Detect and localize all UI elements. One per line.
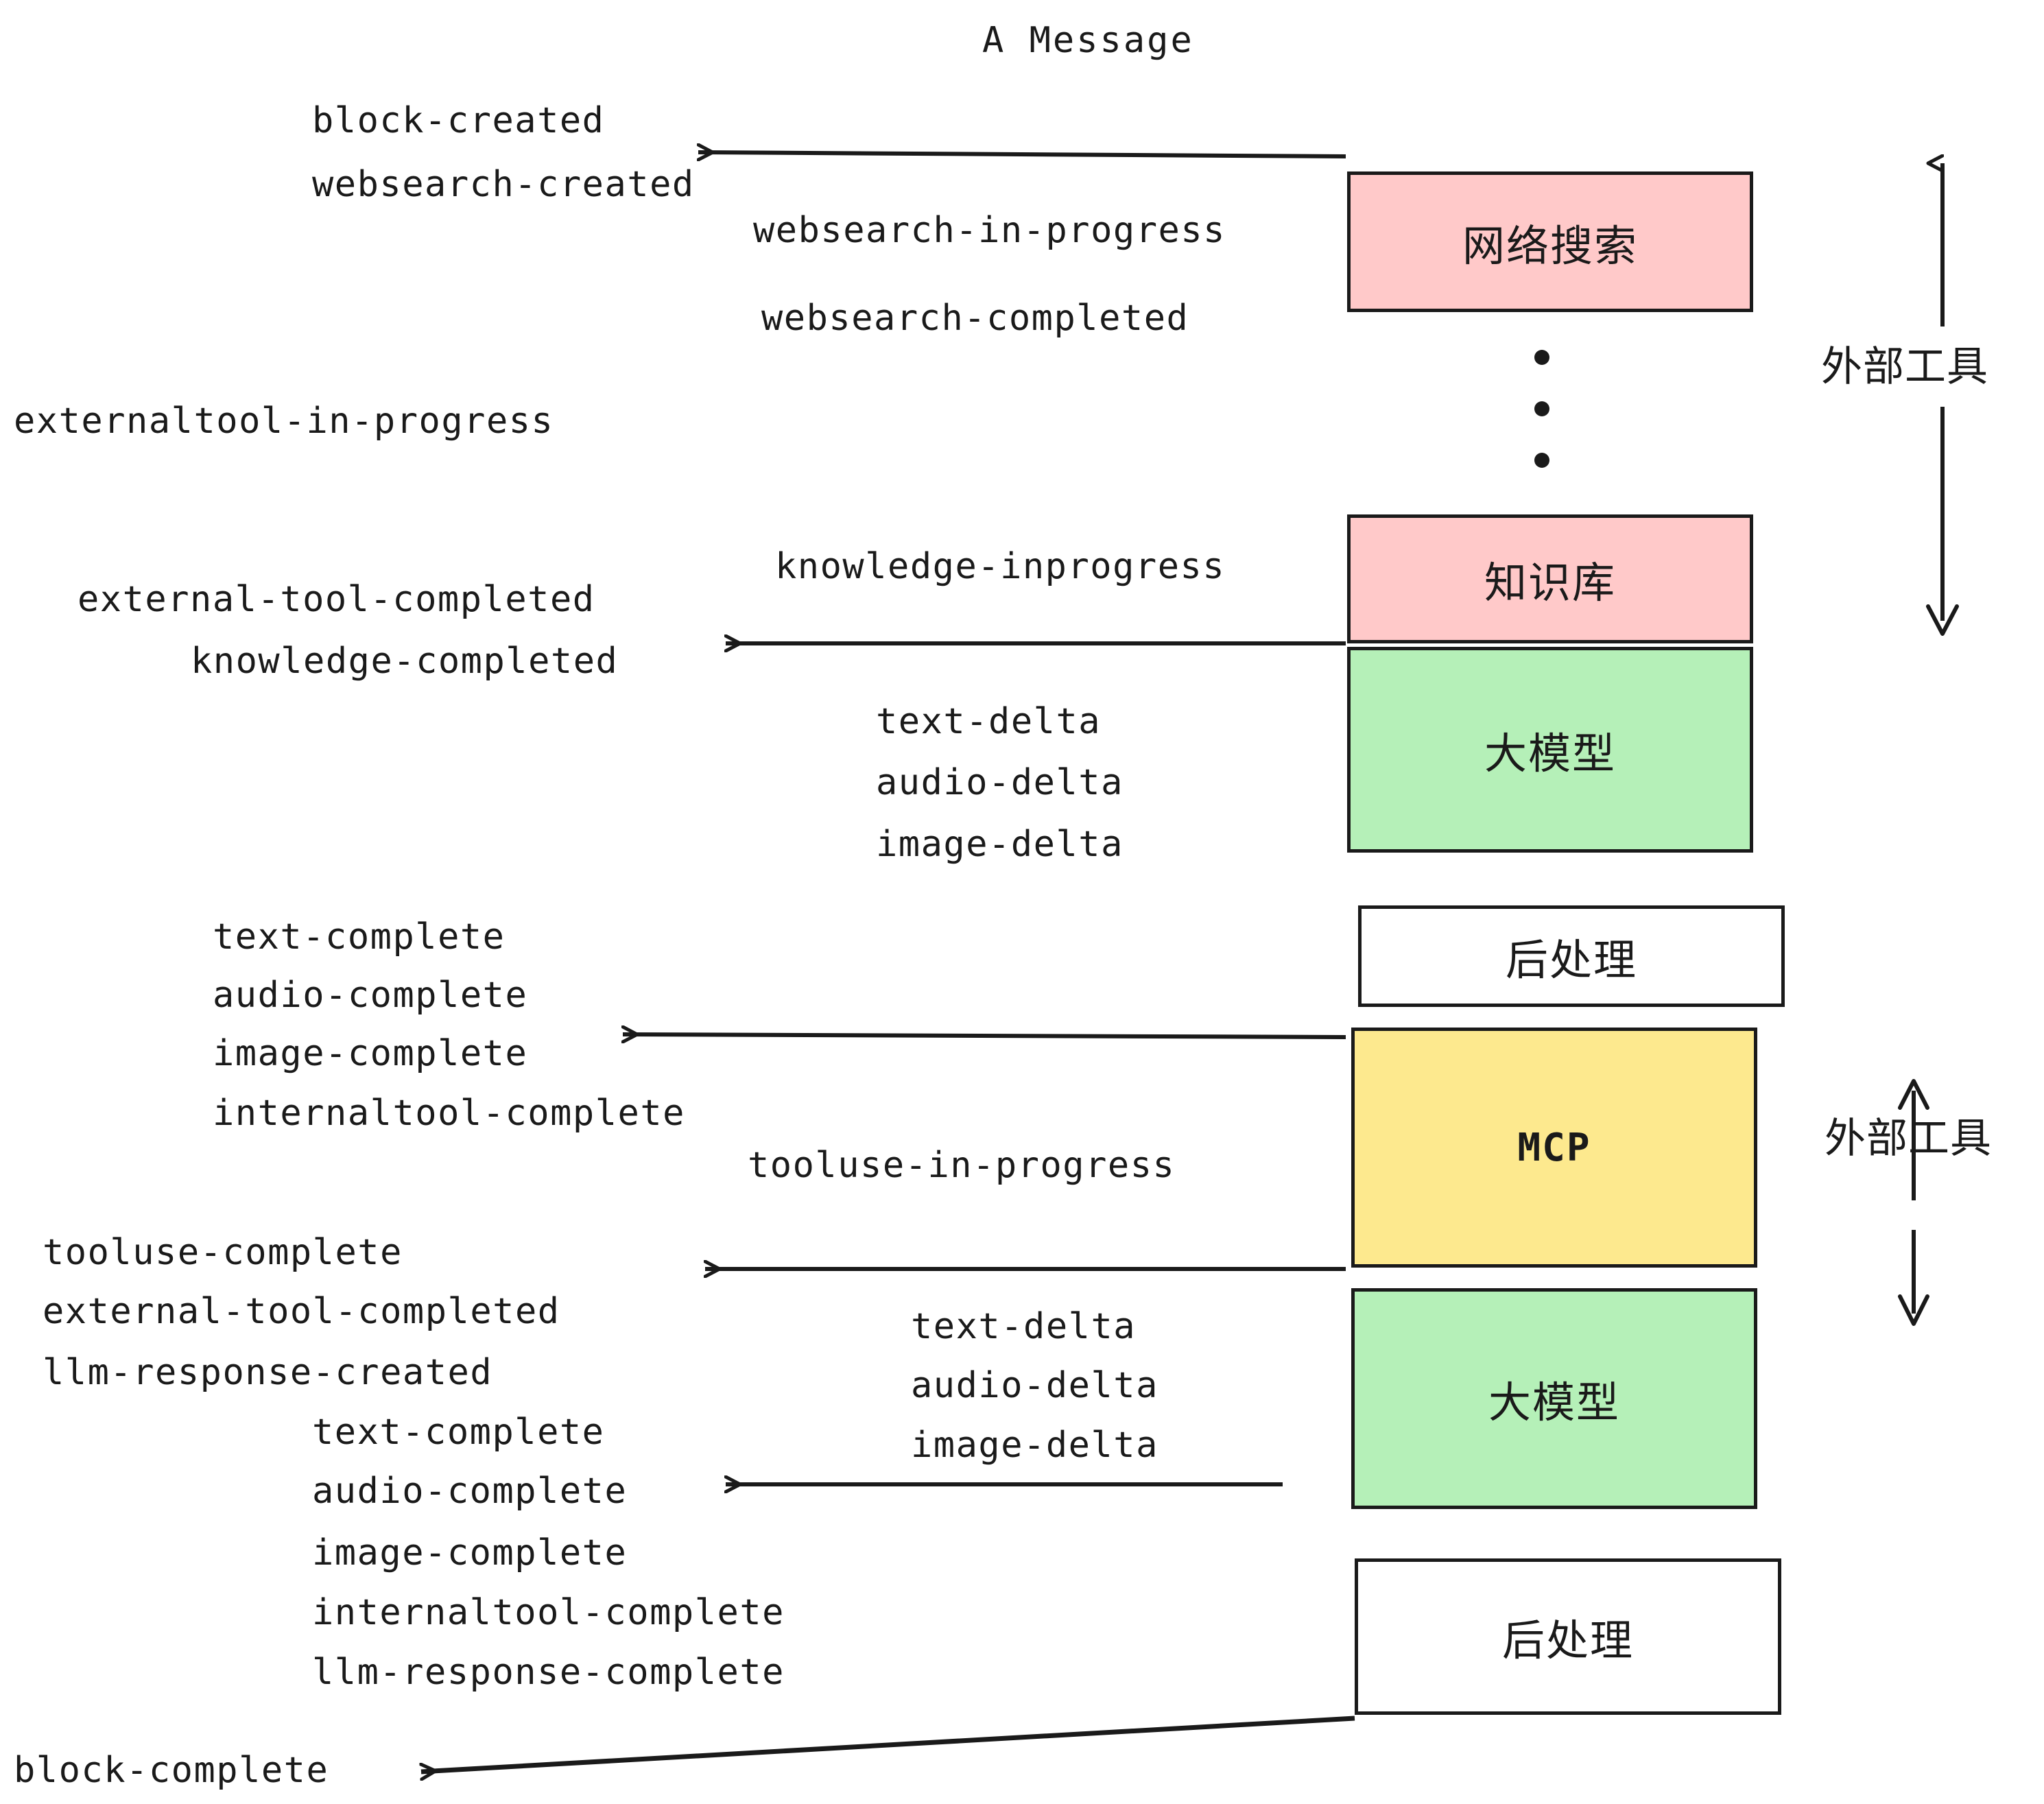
event-externaltool-in-progress: externaltool-in-progress: [14, 401, 554, 442]
event-text-complete-1: text-complete: [213, 916, 506, 958]
node-mcp-label: MCP: [1517, 1125, 1591, 1170]
node-mcp[interactable]: MCP: [1351, 1028, 1757, 1268]
node-llm-2[interactable]: 大模型: [1351, 1288, 1757, 1509]
event-text-complete-2: text-complete: [312, 1412, 605, 1453]
group-label-external-tools-top: 外部工具: [1821, 343, 1988, 391]
event-llm-response-created: llm-response-created: [43, 1352, 493, 1393]
node-postprocessing-1-label: 后处理: [1505, 935, 1637, 985]
event-audio-complete-1: audio-complete: [213, 975, 528, 1016]
ellipsis-dot-1: [1534, 350, 1549, 365]
node-llm-1[interactable]: 大模型: [1347, 647, 1753, 853]
arrow-websearch-to-created: [698, 152, 1346, 156]
node-llm-2-label: 大模型: [1488, 1377, 1620, 1427]
event-knowledge-completed: knowledge-completed: [191, 641, 619, 682]
event-text-delta-1: text-delta: [876, 701, 1102, 742]
event-image-complete-1: image-complete: [213, 1033, 528, 1074]
node-postprocessing-2[interactable]: 后处理: [1355, 1558, 1781, 1715]
event-image-delta-1: image-delta: [876, 824, 1124, 865]
event-external-tool-completed-1: external-tool-completed: [78, 579, 595, 620]
node-postprocessing-2-label: 后处理: [1501, 1615, 1634, 1665]
arrow-postproc1-to-complete: [623, 1034, 1346, 1037]
event-audio-delta-1: audio-delta: [876, 762, 1124, 803]
arrow-postproc2-to-block-complete: [421, 1716, 1355, 1772]
diagram-title: A Message: [982, 20, 1194, 61]
arrowhead-external-tools-top-down: [1926, 604, 1959, 636]
ellipsis-dot-2: [1534, 401, 1549, 416]
event-internaltool-complete-2: internaltool-complete: [312, 1592, 785, 1633]
event-websearch-completed: websearch-completed: [761, 298, 1189, 339]
ellipsis-dot-3: [1534, 453, 1549, 468]
group-label-external-tools-bottom: 外部工具: [1825, 1115, 1992, 1163]
event-audio-delta-2: audio-delta: [911, 1365, 1158, 1406]
node-llm-1-label: 大模型: [1484, 728, 1616, 779]
node-knowledge-label: 知识库: [1484, 558, 1616, 608]
arrowhead-external-tools-bottom-up: [1898, 1079, 1929, 1110]
event-llm-response-complete: llm-response-complete: [312, 1652, 785, 1693]
event-external-tool-completed-2: external-tool-completed: [43, 1291, 560, 1332]
event-audio-complete-2: audio-complete: [312, 1471, 628, 1512]
event-image-delta-2: image-delta: [911, 1425, 1158, 1466]
event-internaltool-complete-1: internaltool-complete: [213, 1093, 685, 1134]
node-knowledge[interactable]: 知识库: [1347, 514, 1753, 643]
event-block-created: block-created: [312, 100, 605, 141]
node-websearch-label: 网络搜索: [1462, 220, 1638, 271]
event-image-complete-2: image-complete: [312, 1532, 628, 1574]
node-postprocessing-1[interactable]: 后处理: [1358, 905, 1785, 1007]
event-tooluse-in-progress: tooluse-in-progress: [748, 1145, 1176, 1186]
event-block-complete: block-complete: [14, 1750, 329, 1791]
event-websearch-created: websearch-created: [312, 164, 695, 205]
arrowhead-external-tools-bottom-down: [1898, 1294, 1929, 1326]
node-websearch[interactable]: 网络搜索: [1347, 171, 1753, 312]
event-text-delta-2: text-delta: [911, 1306, 1137, 1347]
event-websearch-in-progress: websearch-in-progress: [753, 210, 1226, 251]
event-knowledge-inprogress: knowledge-inprogress: [775, 546, 1226, 587]
event-tooluse-complete: tooluse-complete: [43, 1232, 403, 1273]
